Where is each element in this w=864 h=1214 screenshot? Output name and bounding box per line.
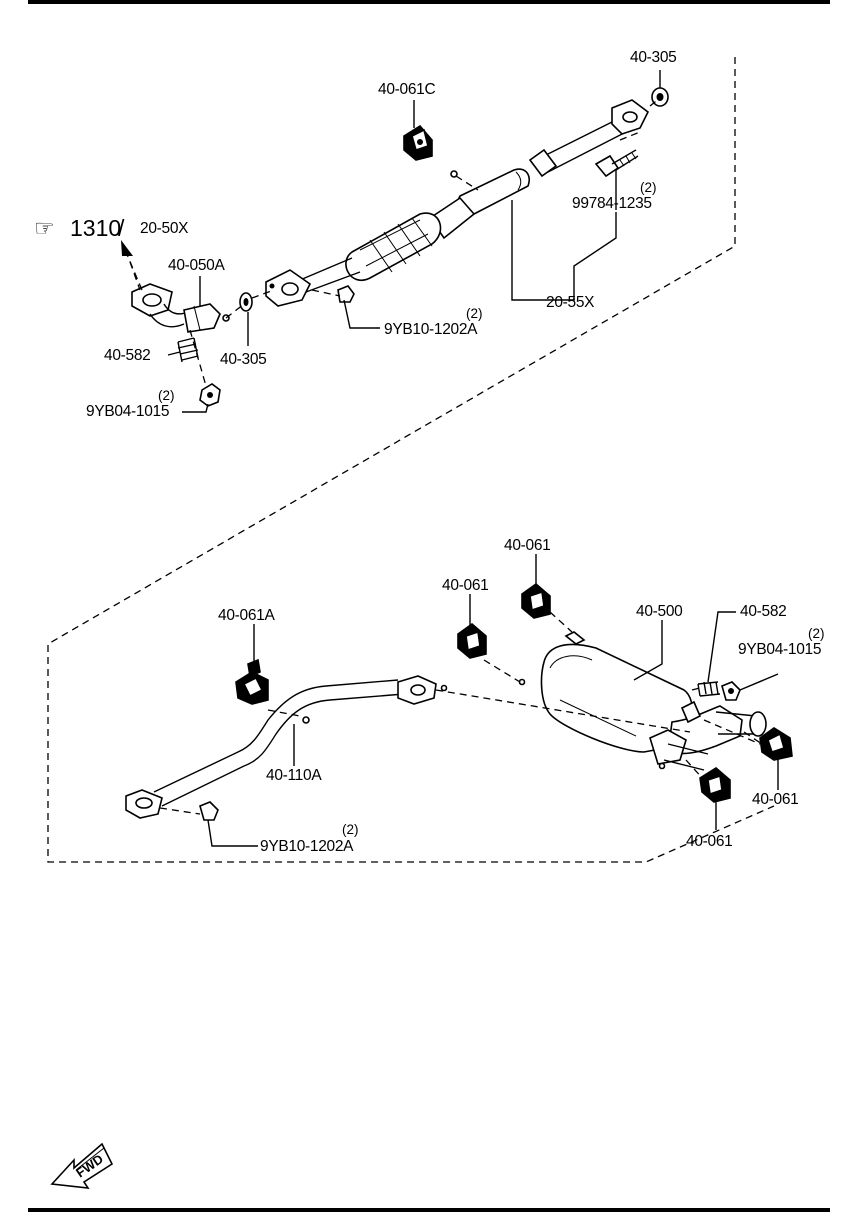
label-40-061-b: 40-061 bbox=[442, 577, 488, 594]
reference-code: 20-50X bbox=[140, 220, 189, 237]
assembly-line bbox=[483, 659, 521, 683]
label-40-110A: 40-110A bbox=[266, 767, 322, 784]
assembly-line bbox=[619, 131, 641, 141]
leader-line bbox=[511, 200, 617, 301]
label-40-305-right: 40-305 bbox=[630, 49, 676, 66]
hanger-rubber-40-061A bbox=[235, 658, 269, 705]
label-9YB04-1015-bottom: 9YB04-1015 bbox=[738, 641, 821, 658]
bottom-border-line bbox=[28, 1208, 830, 1212]
label-40-305-left: 40-305 bbox=[220, 351, 266, 368]
label-40-061-d: 40-061 bbox=[686, 833, 732, 850]
label-40-500: 40-500 bbox=[636, 603, 683, 620]
qty-9YB04-1015-top: (2) bbox=[158, 388, 175, 403]
leader-line bbox=[633, 620, 663, 681]
assembly-line bbox=[267, 709, 301, 717]
qty-99784-1235: (2) bbox=[640, 180, 657, 195]
gasket-40-305-right bbox=[651, 87, 669, 107]
label-9YB04-1015-top: 9YB04-1015 bbox=[86, 403, 169, 420]
label-20-55X: 20-55X bbox=[546, 294, 595, 311]
nut-9YB04-1015-bottom bbox=[721, 681, 741, 701]
reference-separator: / bbox=[118, 215, 125, 241]
label-40-061C: 40-061C bbox=[378, 81, 435, 98]
assembly-line bbox=[311, 289, 341, 297]
label-40-582-top: 40-582 bbox=[104, 347, 150, 364]
leader-line bbox=[207, 819, 258, 847]
spring-40-582-bottom bbox=[697, 681, 721, 697]
spring-40-582-top bbox=[177, 337, 199, 363]
front-pipe-catalyst-assembly bbox=[265, 99, 650, 307]
label-9YB10-1202A-top: 9YB10-1202A bbox=[384, 321, 478, 338]
reference-arrow-head bbox=[121, 240, 133, 256]
main-muffler-40-500 bbox=[518, 631, 767, 771]
label-40-061-c: 40-061 bbox=[752, 791, 798, 808]
leader-line bbox=[343, 299, 380, 329]
assembly-line bbox=[691, 687, 701, 691]
qty-9YB10-1202A-top: (2) bbox=[466, 306, 483, 321]
leader-line bbox=[167, 351, 181, 356]
hanger-rubber-40-061-c bbox=[759, 727, 793, 761]
reference-pointer-icon: ☞ bbox=[34, 215, 55, 241]
assembly-line bbox=[189, 329, 207, 387]
assembly-line bbox=[703, 719, 761, 745]
assembly-line bbox=[549, 611, 573, 633]
label-99784-1235: 99784-1235 bbox=[572, 195, 652, 212]
nut-9YB10-1202A-top bbox=[337, 285, 355, 303]
label-40-061A: 40-061A bbox=[218, 607, 275, 624]
nut-9YB04-1015-top bbox=[199, 383, 221, 407]
fwd-arrow-icon: FWD bbox=[50, 1142, 114, 1189]
assembly-line bbox=[251, 289, 275, 299]
leader-line bbox=[739, 673, 779, 691]
qty-9YB10-1202A-bottom: (2) bbox=[342, 822, 359, 837]
nut-9YB10-1202A-bottom bbox=[199, 801, 219, 821]
leader-line bbox=[707, 611, 736, 683]
top-border-line bbox=[28, 0, 830, 4]
label-40-061-a: 40-061 bbox=[504, 537, 550, 554]
assembly-outline-dashed bbox=[47, 57, 775, 863]
gasket-40-305-left bbox=[239, 292, 253, 312]
assembly-line bbox=[159, 807, 201, 815]
assembly-line bbox=[649, 97, 661, 107]
leader-line bbox=[182, 403, 209, 413]
middle-pipe-40-110A bbox=[125, 675, 448, 819]
reference-arrow-line bbox=[125, 251, 143, 291]
reference-prefix: 1310 bbox=[70, 215, 121, 241]
assembly-line bbox=[225, 303, 245, 319]
hanger-rubber-40-061-a bbox=[521, 582, 551, 619]
hanger-rubber-40-061-d bbox=[699, 767, 731, 803]
exhaust-pipe-40-050A bbox=[131, 283, 230, 333]
assembly-line bbox=[743, 731, 763, 745]
assembly-line bbox=[685, 759, 705, 781]
label-40-582-bottom: 40-582 bbox=[740, 603, 786, 620]
bolt-99784-1235 bbox=[594, 149, 639, 178]
qty-9YB04-1015-bottom: (2) bbox=[808, 626, 825, 641]
assembly-line bbox=[435, 689, 691, 733]
hanger-rubber-40-061-b bbox=[457, 622, 487, 659]
label-9YB10-1202A-bottom: 9YB10-1202A bbox=[260, 838, 354, 855]
label-40-050A: 40-050A bbox=[168, 257, 225, 274]
hanger-rubber-40-061C bbox=[403, 124, 433, 161]
